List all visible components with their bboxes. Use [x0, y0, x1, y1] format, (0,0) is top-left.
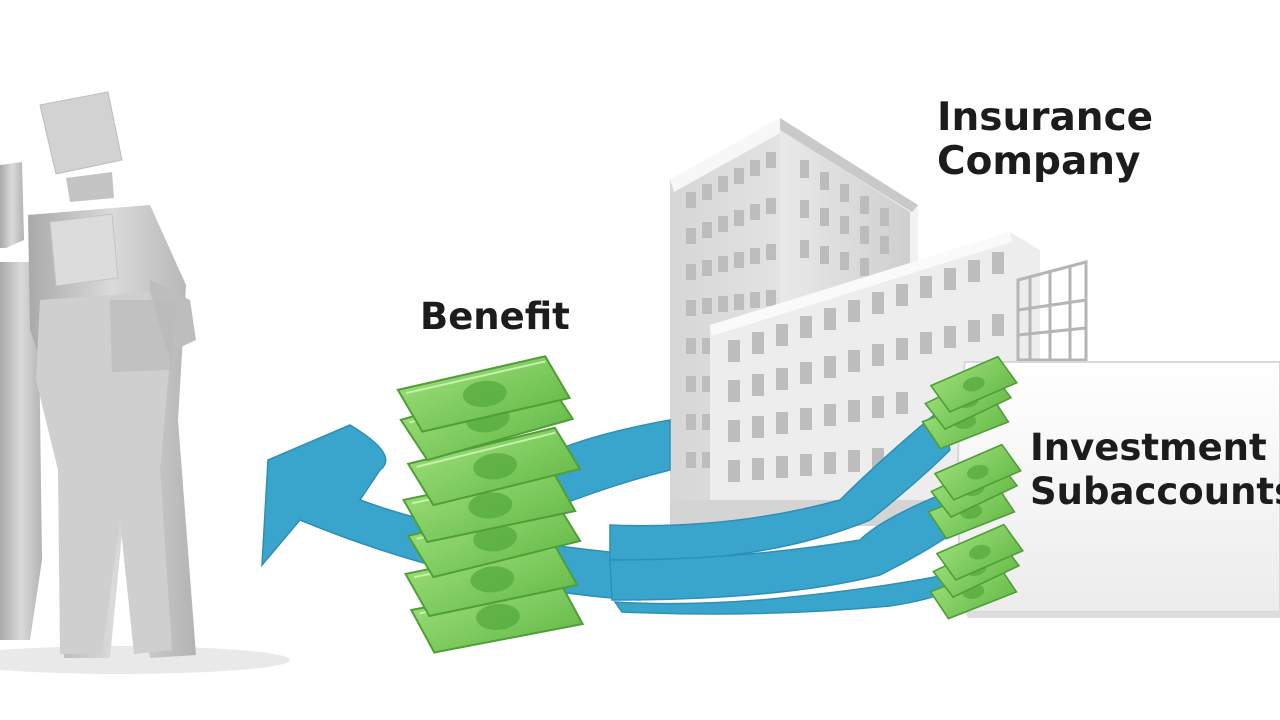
money-stack-icon: [395, 353, 585, 655]
investment-subaccounts-label-line-1: Investment: [1030, 426, 1267, 469]
benefit-label: Benefit: [420, 295, 570, 338]
investment-subaccounts-label: Investment Subaccounts: [1030, 426, 1280, 513]
insurance-company-label: Insurance Company: [937, 96, 1153, 183]
insurance-company-label-line-2: Company: [937, 138, 1141, 184]
investment-subaccounts-label-line-2: Subaccounts: [1030, 469, 1280, 513]
family-figures-icon: [0, 91, 290, 674]
insurance-company-label-line-1: Insurance: [937, 95, 1154, 140]
